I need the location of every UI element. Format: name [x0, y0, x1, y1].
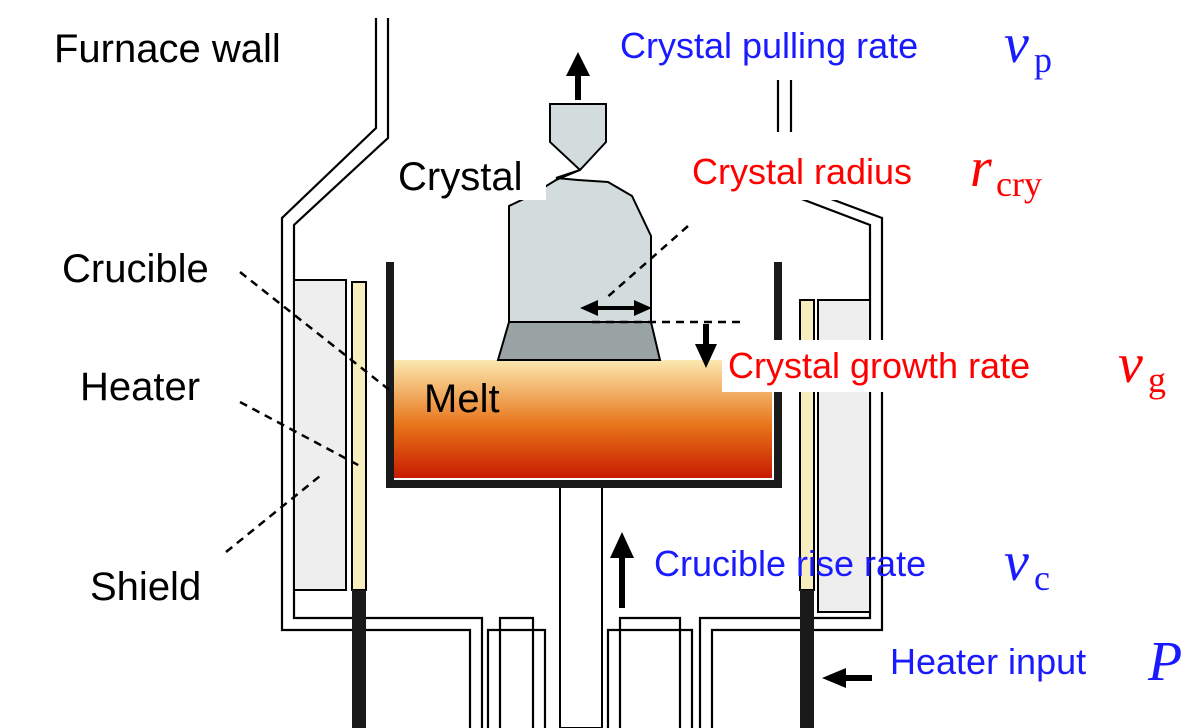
crystal-radius-symbol: r [970, 137, 992, 199]
heater-input-symbol: P [1147, 631, 1182, 693]
crystal-radius-label: Crystal radius r cry [692, 137, 1042, 204]
left-heater-lead [352, 590, 366, 728]
crystal-interface [496, 321, 662, 361]
heater-label: Heater [80, 365, 200, 409]
pulling-rate-subscript: p [1034, 40, 1052, 80]
radius-label-bg [686, 148, 1060, 200]
heater-input-arrow [822, 668, 872, 688]
pulling-rate-text: Crystal pulling rate [620, 25, 918, 66]
crucible-leader [239, 271, 393, 393]
heater-leader [239, 400, 361, 468]
melt [394, 360, 772, 478]
crystal-radius-subscript: cry [996, 164, 1042, 204]
left-heater [351, 281, 367, 591]
crystal-label: Crystal [398, 155, 522, 199]
crucible-rise-rate-symbol: v [1004, 531, 1029, 593]
crucible-rise-rate-label: Crucible rise rate v c [654, 531, 1050, 598]
growth-rate-arrow [695, 324, 717, 368]
crucible-rise-arrow [610, 532, 634, 608]
radius-leader [603, 225, 689, 301]
radius-arrow [580, 300, 652, 316]
growth-rate-subscript: g [1148, 360, 1166, 400]
crucible-label: Crucible [62, 247, 209, 291]
crystal-radius-text: Crystal radius [692, 151, 912, 192]
pulling-rate-symbol: v [1004, 13, 1029, 75]
shield-label: Shield [90, 565, 201, 609]
furnace-wall-label: Furnace wall [54, 27, 281, 71]
heater-input-label: Heater input P [890, 631, 1182, 693]
growth-rate-text: Crystal growth rate [728, 345, 1030, 386]
pulling-arrow [566, 52, 590, 100]
right-heater-lead [800, 590, 814, 728]
left-shield [293, 279, 347, 591]
pulling-rate-label: Crystal pulling rate v p [620, 13, 1052, 80]
crucible-shaft [559, 485, 603, 728]
crystal-label-bg [396, 148, 546, 200]
shield-leader [225, 475, 321, 553]
crystal [496, 103, 662, 361]
growth-rate-symbol: v [1118, 333, 1143, 395]
crucible-rise-rate-text: Crucible rise rate [654, 543, 926, 584]
growth-label-bg [722, 340, 1164, 392]
heater-input-text: Heater input [890, 641, 1086, 682]
crucible-rise-rate-subscript: c [1034, 558, 1050, 598]
melt-label: Melt [424, 377, 500, 421]
growth-rate-label: Crystal growth rate v g [728, 333, 1166, 400]
